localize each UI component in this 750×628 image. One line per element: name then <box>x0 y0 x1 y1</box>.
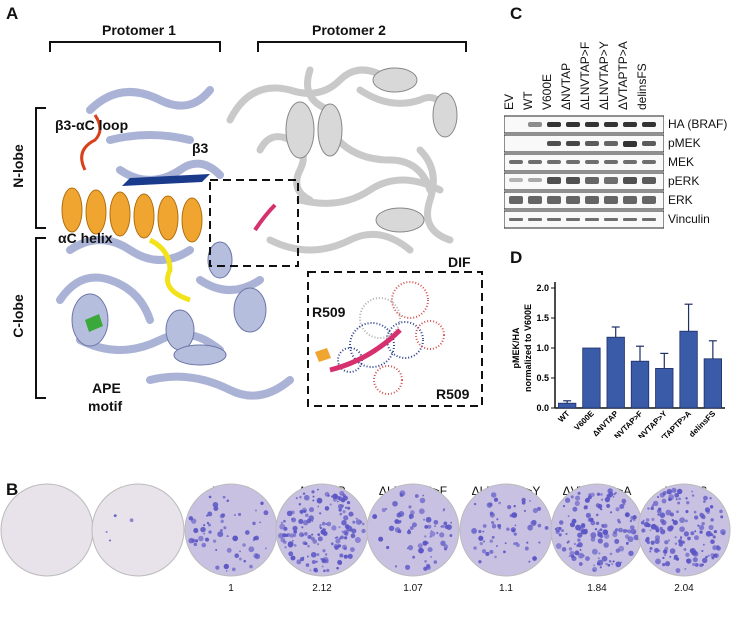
colony-fold-value: 1 <box>228 583 234 594</box>
wb-row-label: ERK <box>668 193 693 207</box>
b3-ac-loop-label: β3-αC loop <box>55 117 129 133</box>
bar <box>679 330 698 409</box>
ape-motif-label-line2: motif <box>88 398 123 414</box>
panel-letter-d: D <box>510 248 523 267</box>
lane-label: ΔNVTAP <box>559 62 573 110</box>
colony-dish <box>91 483 185 577</box>
lane-label: ΔLNVTAP>F <box>578 41 592 110</box>
wb-row-label: pMEK <box>668 136 701 150</box>
colony-dish <box>0 483 94 577</box>
y-tick-label: 1.5 <box>536 313 549 323</box>
lane-label: delinsFS <box>635 63 649 110</box>
y-axis-label: pMEK/HA <box>511 327 521 368</box>
wb-row-label: pERK <box>668 174 700 188</box>
x-tick-label: WT <box>556 409 571 424</box>
y-tick-label: 1.0 <box>536 343 549 353</box>
lane-label: EV <box>502 93 516 110</box>
lane-label: ΔVTAPTP>A <box>616 41 630 110</box>
y-tick-label: 0.0 <box>536 403 549 413</box>
structure-figure <box>35 41 483 407</box>
y-axis-label: normalized to V600E <box>523 304 533 392</box>
x-tick-label: delinsFS <box>687 409 717 438</box>
wb-row-label: MEK <box>668 155 695 169</box>
bar <box>703 358 723 409</box>
ac-helix-label: αC helix <box>58 230 113 246</box>
n-lobe-label: N-lobe <box>9 144 26 188</box>
dif-label: DIF <box>448 254 471 270</box>
protomer2-label: Protomer 2 <box>312 22 386 38</box>
colony-dish <box>637 483 731 577</box>
ape-motif-label-line1: APE <box>92 380 121 396</box>
bar <box>606 336 625 409</box>
bar <box>655 368 674 409</box>
colony-dish <box>550 483 644 577</box>
colony-fold-value: 1.1 <box>499 583 513 594</box>
colony-dish <box>459 483 553 577</box>
y-tick-label: 2.0 <box>536 283 549 293</box>
r509-top-label: R509 <box>312 304 346 320</box>
b3-label: β3 <box>192 140 209 156</box>
y-tick-label: 0.5 <box>536 373 549 383</box>
c-lobe-label: C-lobe <box>9 294 26 338</box>
panel-letter-a: A <box>6 4 19 23</box>
panel-letter-c: C <box>510 4 523 23</box>
lane-label: WT <box>521 91 535 110</box>
western-blot-image <box>504 115 664 229</box>
bar <box>630 360 650 409</box>
panel-letter-b: B <box>6 480 19 499</box>
colony-fold-value: 1.07 <box>403 583 423 594</box>
lane-label: V600E <box>540 73 554 110</box>
bar <box>582 347 601 409</box>
lane-label: ΔLNVTAP>Y <box>597 41 611 110</box>
colony-fold-value: 2.12 <box>312 583 332 594</box>
r509-bottom-label: R509 <box>436 386 470 402</box>
wb-row-label: Vinculin <box>668 212 710 226</box>
colony-dish <box>366 483 460 577</box>
colony-fold-value: 2.04 <box>674 583 694 594</box>
colony-dish <box>184 483 278 577</box>
wb-row-label: HA (BRAF) <box>668 117 728 131</box>
colony-fold-value: 1.84 <box>587 583 607 594</box>
protomer1-label: Protomer 1 <box>102 22 176 38</box>
bar <box>558 402 577 409</box>
colony-dish <box>275 483 369 577</box>
